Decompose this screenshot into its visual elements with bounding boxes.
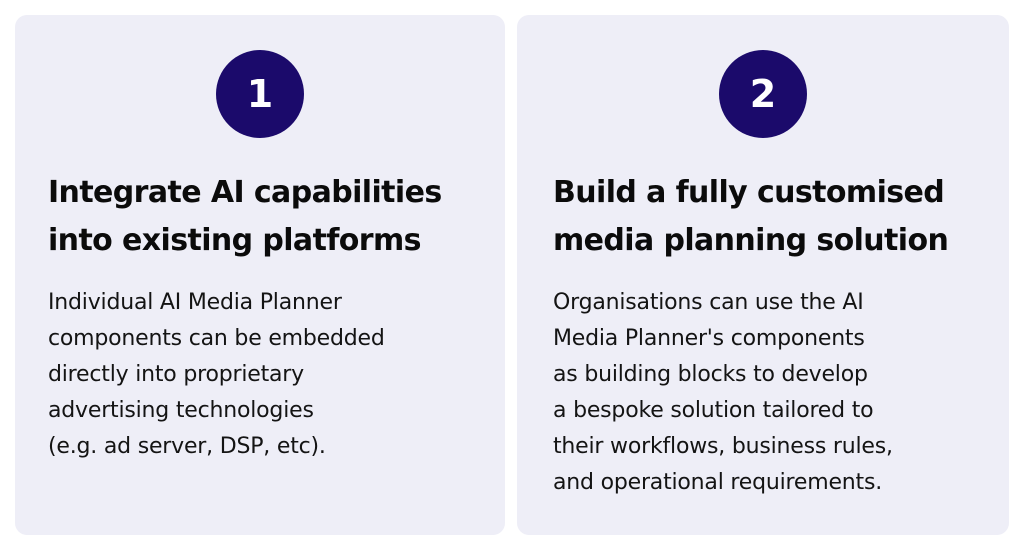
card-title-line: Build a fully customised (553, 175, 945, 210)
card-description-line: a bespoke solution tailored to (553, 398, 874, 423)
card-description: Individual AI Media Planner components c… (48, 285, 495, 465)
card-description-line: Organisations can use the AI (553, 290, 864, 315)
card-description-line: components can be embedded (48, 326, 385, 351)
card-title-line: Integrate AI capabilities (48, 175, 442, 210)
card-description-line: (e.g. ad server, DSP, etc). (48, 434, 326, 459)
option-card-integrate: 1 Integrate AI capabilities into existin… (15, 15, 505, 535)
card-description-line: Individual AI Media Planner (48, 290, 342, 315)
step-number-badge: 2 (719, 50, 807, 138)
option-card-build: 2 Build a fully customised media plannin… (517, 15, 1009, 535)
card-description-line: as building blocks to develop (553, 362, 868, 387)
card-title-line: into existing platforms (48, 223, 421, 258)
card-title: Integrate AI capabilities into existing … (48, 169, 493, 265)
step-number-badge: 1 (216, 50, 304, 138)
card-description: Organisations can use the AI Media Plann… (553, 285, 999, 501)
card-description-line: Media Planner's components (553, 326, 865, 351)
card-description-line: directly into proprietary (48, 362, 304, 387)
card-title: Build a fully customised media planning … (553, 169, 997, 265)
card-description-line: their workflows, business rules, (553, 434, 893, 459)
card-title-line: media planning solution (553, 223, 949, 258)
card-description-line: and operational requirements. (553, 470, 883, 495)
card-description-line: advertising technologies (48, 398, 314, 423)
